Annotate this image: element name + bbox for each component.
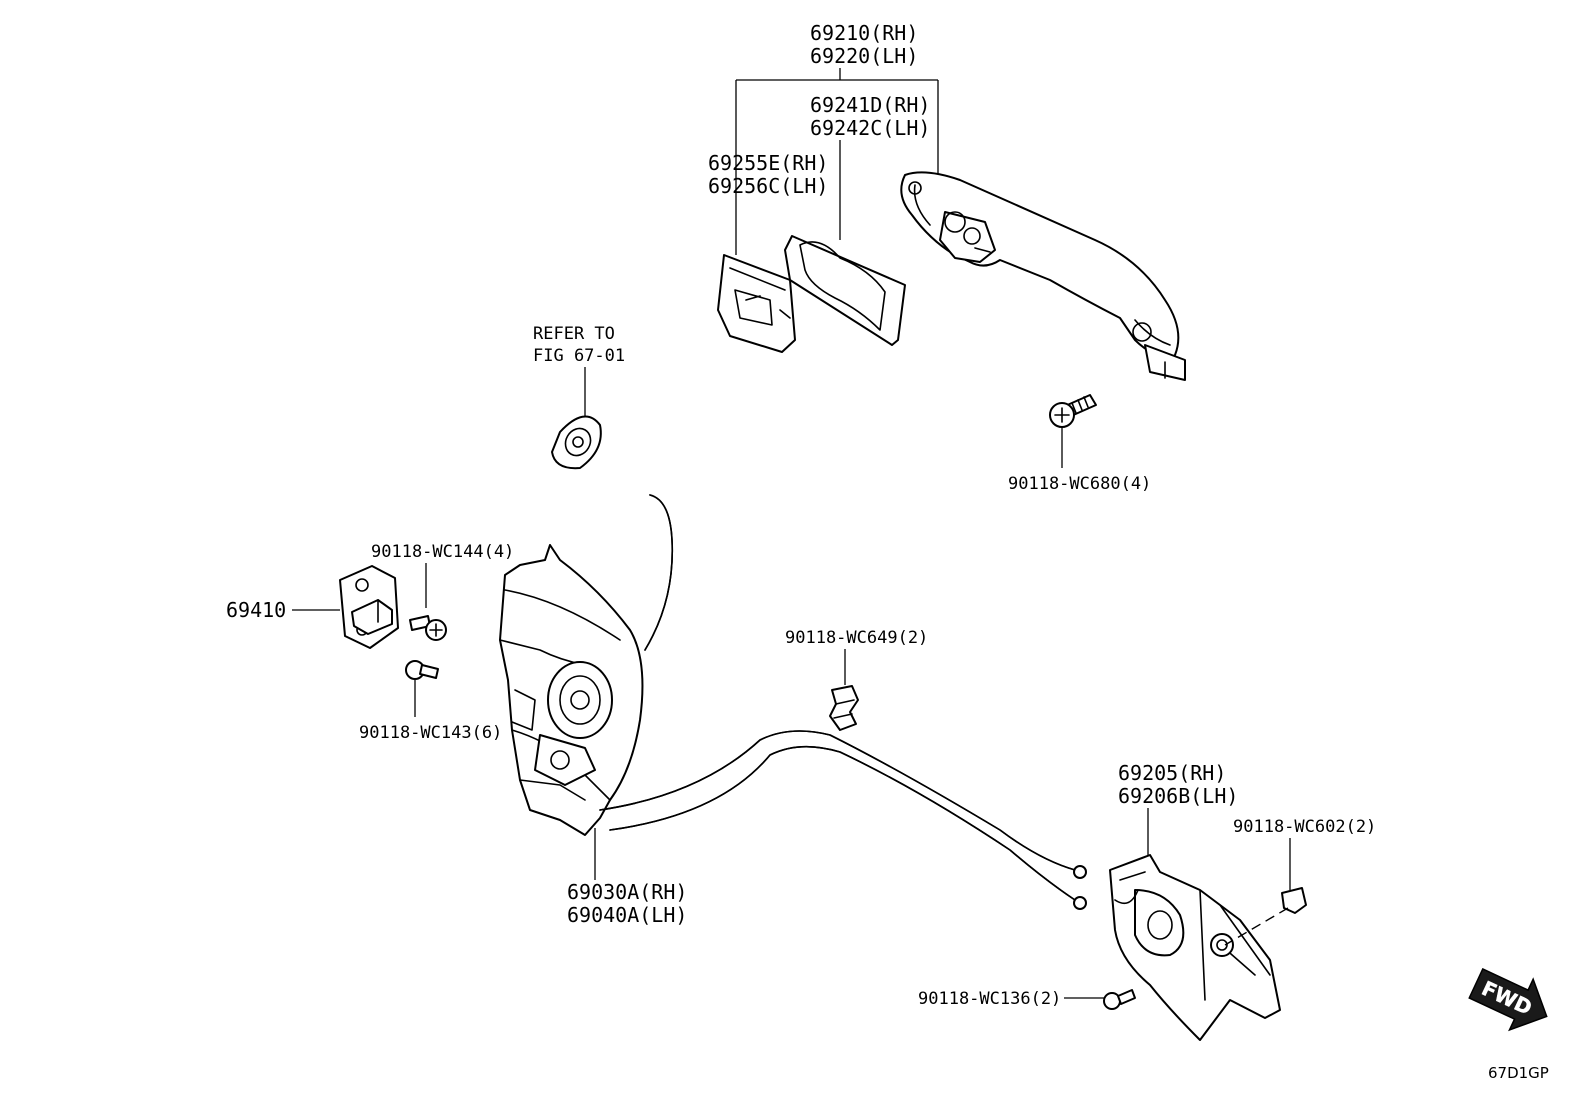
label-lock[interactable]: 69030A(RH) 69040A(LH) xyxy=(567,880,687,927)
label-bolt-wc680[interactable]: 90118-WC680(4) xyxy=(1008,474,1151,494)
dashed-assembly-line xyxy=(1224,907,1289,946)
label-pad-rh: 69241D(RH) xyxy=(810,93,930,117)
label-plug-wc602[interactable]: 90118-WC602(2) xyxy=(1233,817,1376,837)
label-pad[interactable]: 69241D(RH) 69242C(LH) xyxy=(810,93,930,140)
screw-wc144-part[interactable] xyxy=(409,615,447,641)
label-pad-lh: 69242C(LH) xyxy=(810,116,930,140)
label-frame-lh: 69256C(LH) xyxy=(708,174,828,198)
outside-handle-part[interactable] xyxy=(900,171,1186,381)
label-handle[interactable]: 69210(RH) 69220(LH) xyxy=(810,21,918,68)
label-clamp-wc649[interactable]: 90118-WC649(2) xyxy=(785,628,928,648)
handle-pad-part[interactable] xyxy=(784,235,906,346)
label-refer-line2: FIG 67-01 xyxy=(533,346,625,366)
label-lock-lh: 69040A(LH) xyxy=(567,903,687,927)
label-inner-rh: 69205(RH) xyxy=(1118,761,1226,785)
fwd-arrow-icon: FWD xyxy=(1468,967,1548,1032)
label-screw-wc136[interactable]: 90118-WC136(2) xyxy=(918,989,1061,1009)
label-inner-lh: 69206B(LH) xyxy=(1118,784,1238,808)
label-lock-rh: 69030A(RH) xyxy=(567,880,687,904)
label-screw-wc144[interactable]: 90118-WC144(4) xyxy=(371,542,514,562)
handle-frame-part[interactable] xyxy=(717,254,796,353)
door-lock-part[interactable] xyxy=(499,494,674,836)
plug-wc602-part[interactable] xyxy=(1281,887,1307,914)
screw-wc136-part[interactable] xyxy=(1103,989,1136,1010)
lock-cables-part[interactable] xyxy=(599,730,1087,910)
clamp-wc649-part[interactable] xyxy=(829,685,859,731)
label-screw-wc143[interactable]: 90118-WC143(6) xyxy=(359,723,502,743)
label-refer-line1: REFER TO xyxy=(533,324,615,344)
grommet-part[interactable] xyxy=(551,415,602,470)
label-refer[interactable]: REFER TO FIG 67-01 xyxy=(533,324,625,366)
label-frame[interactable]: 69255E(RH) 69256C(LH) xyxy=(708,151,828,198)
inside-handle-part[interactable] xyxy=(1109,854,1281,1041)
striker-part[interactable] xyxy=(339,565,399,649)
leader-handle xyxy=(735,68,939,255)
label-frame-rh: 69255E(RH) xyxy=(708,151,828,175)
bolt-wc680-part[interactable] xyxy=(1049,394,1097,428)
label-handle-rh: 69210(RH) xyxy=(810,21,918,45)
figure-code: 67D1GP xyxy=(1488,1064,1549,1082)
label-striker[interactable]: 69410 xyxy=(226,598,286,622)
screw-wc143-part[interactable] xyxy=(405,660,439,680)
label-inner-handle[interactable]: 69205(RH) 69206B(LH) xyxy=(1118,761,1238,808)
label-handle-lh: 69220(LH) xyxy=(810,44,918,68)
